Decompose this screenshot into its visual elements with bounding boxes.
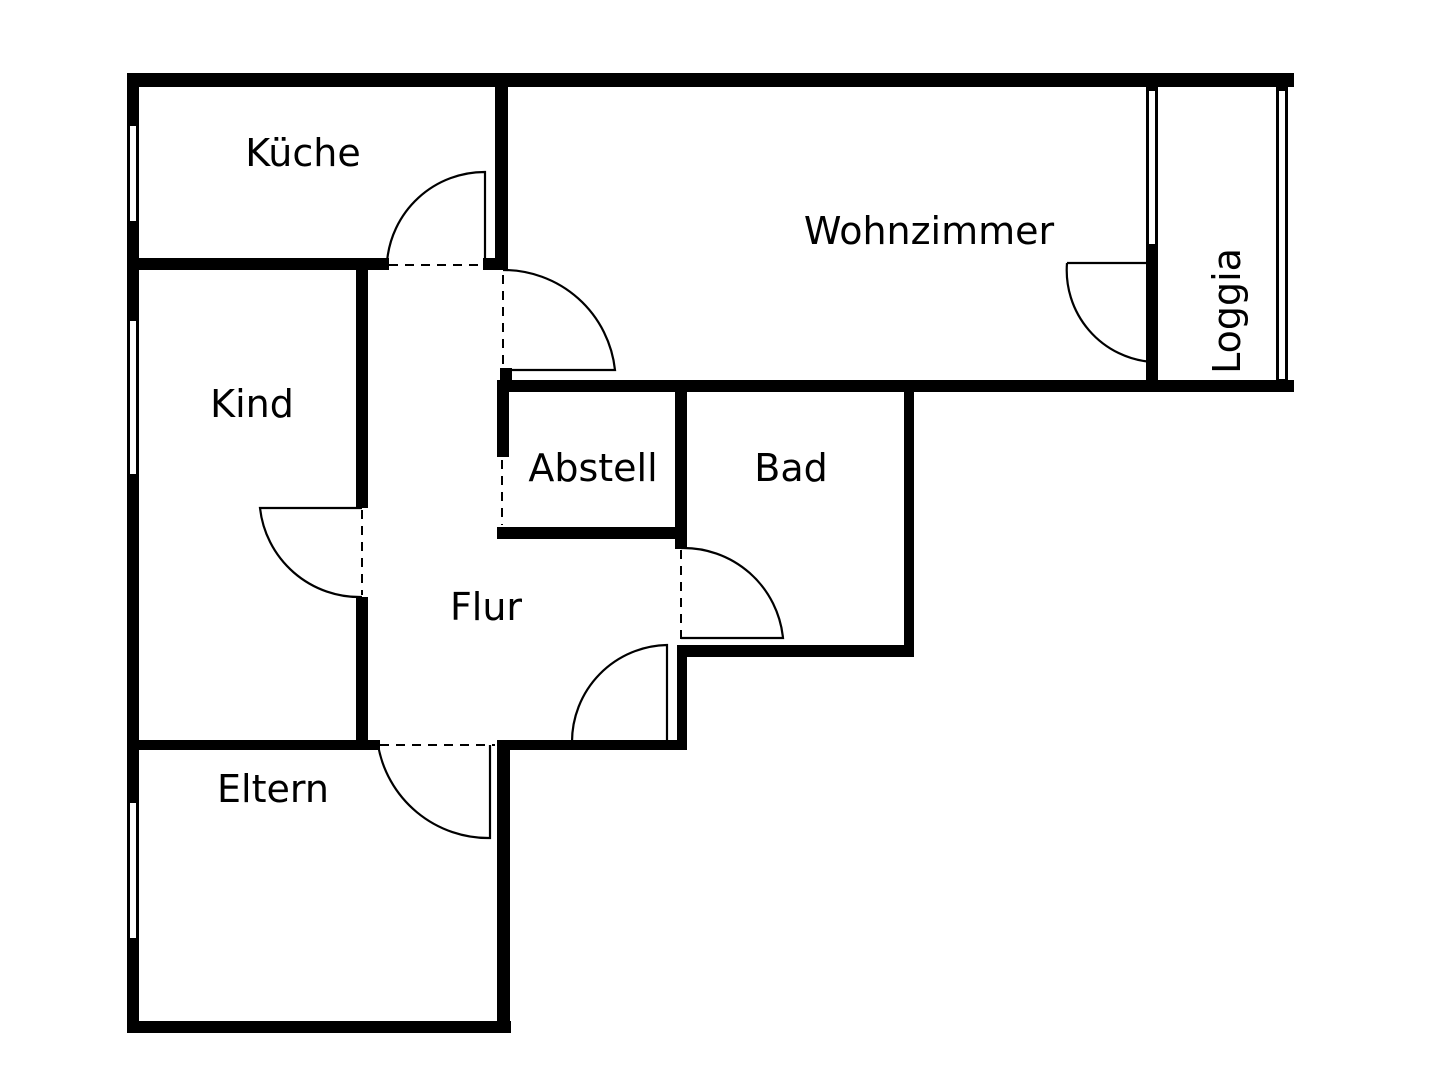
door-eltern bbox=[376, 744, 492, 840]
room-label-eltern: Eltern bbox=[217, 767, 329, 811]
door-loggia bbox=[1065, 261, 1154, 364]
openings bbox=[361, 264, 682, 746]
door-kind bbox=[258, 506, 363, 599]
room-label-kueche: Küche bbox=[245, 131, 360, 175]
window-eltern bbox=[128, 801, 138, 940]
door-entrance bbox=[570, 643, 669, 743]
door-wohnzimmer bbox=[502, 268, 617, 372]
door-bad bbox=[680, 546, 785, 640]
room-labels: Küche Wohnzimmer Loggia Kind Abstell Bad… bbox=[210, 131, 1249, 811]
room-label-bad: Bad bbox=[754, 446, 827, 490]
room-label-loggia: Loggia bbox=[1205, 248, 1249, 374]
outer-walls bbox=[127, 73, 1294, 1033]
room-label-flur: Flur bbox=[450, 585, 522, 629]
door-kueche bbox=[385, 170, 487, 263]
room-label-kind: Kind bbox=[210, 382, 294, 426]
window-loggia bbox=[1147, 89, 1157, 246]
window-kueche bbox=[128, 124, 138, 223]
room-label-abstell: Abstell bbox=[528, 446, 657, 490]
window-kind bbox=[128, 319, 138, 476]
windows bbox=[128, 89, 1287, 940]
doors bbox=[258, 170, 1154, 840]
room-label-wohnzimmer: Wohnzimmer bbox=[804, 209, 1055, 253]
window-wohnzimmer-right bbox=[1277, 89, 1287, 381]
inner-walls bbox=[127, 85, 1158, 750]
